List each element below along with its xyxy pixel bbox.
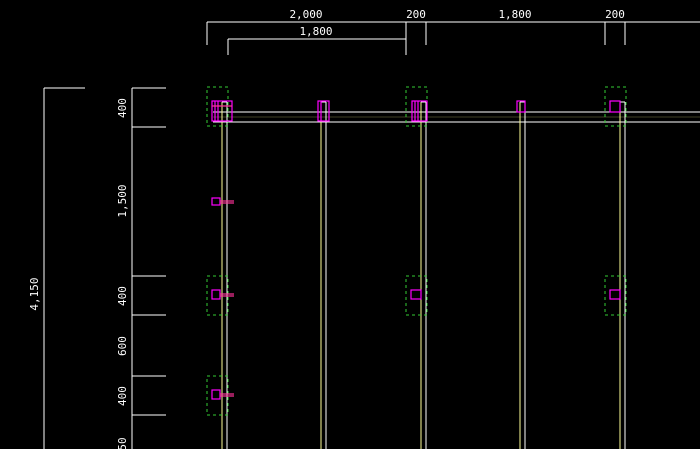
zone-post3-mid [405,275,428,316]
post-4 [519,101,526,449]
zone-post3-top [405,86,428,127]
bracket-post5-top [609,100,621,113]
zone-post5-top [604,86,627,127]
dim-top-200-a: 200 [406,8,426,21]
zone-post5-mid [604,275,627,316]
dim-left-400-c: 400 [116,386,129,406]
dim-left-600: 600 [116,336,129,356]
bracket-post3-mid [410,289,422,300]
brackets [211,100,621,400]
dim-left-400-a: 400 [116,98,129,118]
dim-left-total: 4,150 [28,277,41,310]
dim-left-1500: 1,500 [116,184,129,217]
left-dimension-lines [43,87,166,449]
dim-left-400-b: 400 [116,286,129,306]
dim-left-50: 50 [116,437,129,449]
bracket-post1-low [211,389,234,400]
dim-top-1800-row2: 1,800 [299,25,332,38]
dim-top-200-b: 200 [605,8,625,21]
top-dimension-lines [206,21,700,55]
bracket-post2-top [317,100,330,122]
dim-top-1800: 1,800 [498,8,531,21]
bracket-post1-top [211,100,233,122]
bracket-post3-top [411,100,428,122]
bracket-post1-mid [211,289,234,300]
zone-markers [206,86,627,416]
dim-top-2000: 2,000 [289,8,322,21]
bracket-post4-top [516,100,526,113]
bracket-post1-upper [211,197,234,206]
post-2 [320,101,327,449]
horizontal-rail [213,111,700,123]
bracket-post5-mid [609,289,621,300]
